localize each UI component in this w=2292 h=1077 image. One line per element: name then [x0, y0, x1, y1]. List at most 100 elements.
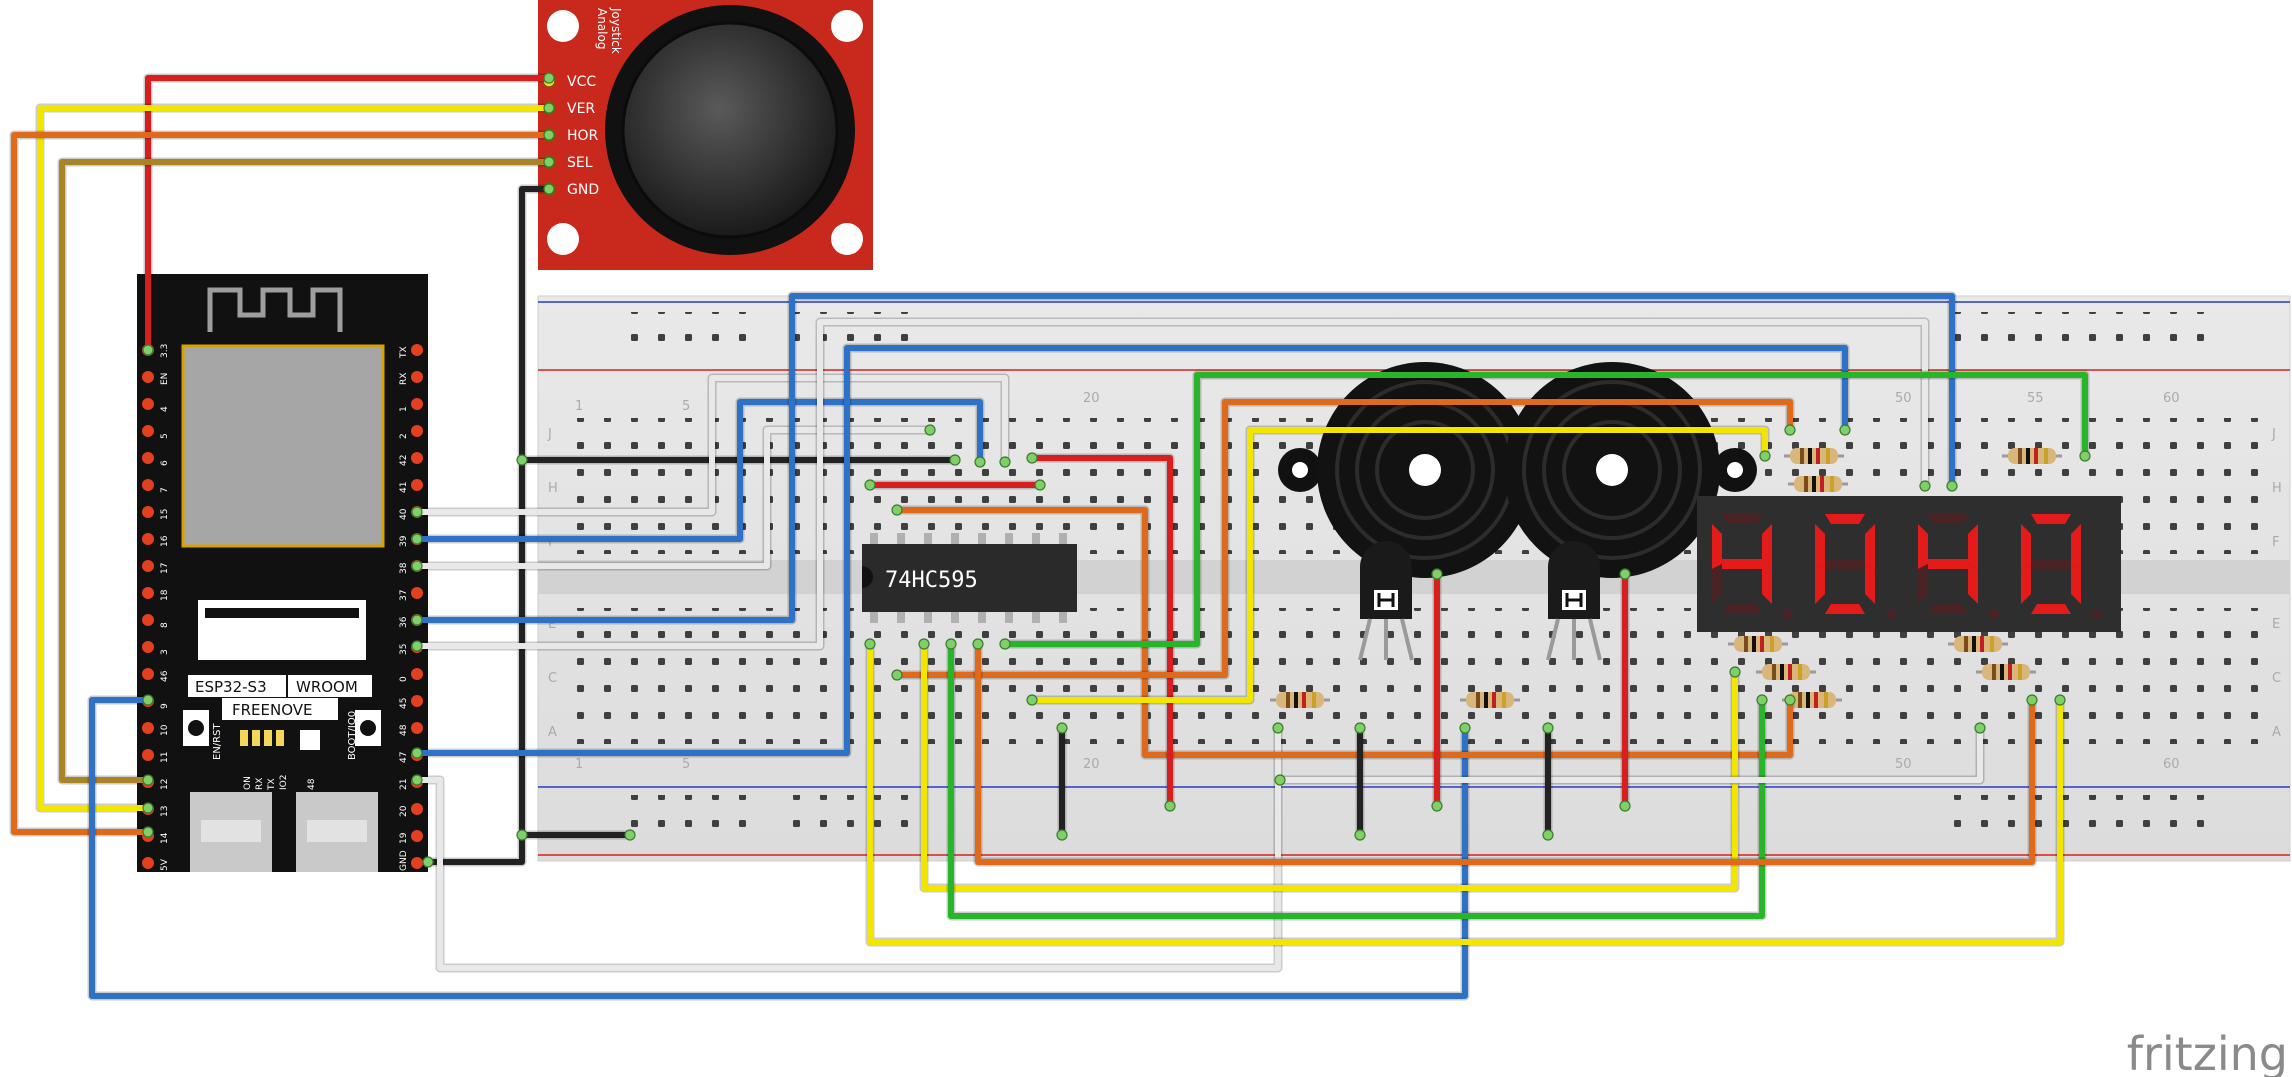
wire-endpoint — [142, 826, 154, 838]
left-header-pin — [142, 641, 154, 653]
wire-endpoint — [1542, 722, 1554, 734]
display-segment — [1825, 514, 1865, 524]
led-label-io2: IO2 — [279, 775, 289, 790]
resistor — [1954, 636, 2002, 652]
wire-endpoint — [1759, 450, 1771, 462]
left-pin-label: 5 — [160, 433, 170, 439]
wire-endpoint — [411, 640, 423, 652]
wire-endpoint — [411, 614, 423, 626]
right-pin-label: 41 — [399, 482, 409, 493]
wire-endpoint — [516, 829, 528, 841]
right-pin-label: RX — [399, 373, 409, 385]
joystick-pin-ver: VER — [567, 101, 595, 117]
right-pin-label: 38 — [399, 562, 409, 574]
right-header-pin — [411, 587, 423, 599]
left-header-pin — [142, 479, 154, 491]
right-pin-label: 47 — [399, 752, 409, 763]
col-number-60-bottom: 60 — [2163, 757, 2180, 772]
wire-red — [1029, 455, 1173, 809]
wire-endpoint — [864, 479, 876, 491]
wire-endpoint — [1784, 424, 1796, 436]
transistor-left — [1358, 541, 1414, 661]
display-segment — [1928, 514, 1968, 524]
right-pin-label: 36 — [399, 616, 409, 628]
left-header-pin — [142, 425, 154, 437]
left-header-pin — [142, 857, 154, 869]
wire-endpoint — [1056, 722, 1068, 734]
right-pin-label: 20 — [399, 805, 409, 817]
display-segment — [2031, 514, 2071, 524]
wire-olive — [59, 159, 552, 783]
led-label-rx: RX — [255, 778, 265, 790]
joystick-pin-gnd: GND — [567, 182, 599, 198]
row-letter-a: A — [548, 725, 557, 740]
wire-endpoint — [1619, 800, 1631, 812]
display-segment — [2021, 524, 2031, 569]
left-pin-label: 11 — [160, 752, 170, 763]
wire-black — [425, 186, 552, 865]
col-number-50-bottom: 50 — [1895, 757, 1912, 772]
left-pin-label: 16 — [160, 535, 170, 547]
display-segment — [1968, 564, 1978, 604]
wire-white — [1277, 725, 1983, 783]
display-segment — [1722, 514, 1762, 524]
left-pin-label: 15 — [160, 509, 170, 520]
left-pin-label: EN — [160, 373, 170, 385]
row-letter-j-right: J — [2271, 427, 2276, 442]
resistor — [1762, 664, 1810, 680]
wire-endpoint — [1164, 800, 1176, 812]
joystick-pin-hor: HOR — [567, 128, 599, 144]
wire-orange — [11, 132, 552, 835]
display-segment — [1722, 559, 1762, 569]
resistor — [2008, 448, 2056, 464]
led-label-tx: TX — [267, 778, 277, 791]
wire-endpoint — [1919, 480, 1931, 492]
col-number-55: 55 — [2027, 391, 2044, 406]
joystick-module: Analog Joystick VCC VER HOR SEL GND — [538, 0, 873, 270]
wire-endpoint — [2026, 694, 2038, 706]
display-segment — [2021, 564, 2031, 604]
wire-endpoint — [142, 802, 154, 814]
seven-segment-display — [1697, 496, 2121, 632]
right-pin-label: 1 — [399, 406, 409, 412]
right-pin-label: 19 — [399, 832, 409, 844]
wire-endpoint — [1354, 722, 1366, 734]
left-pin-label: 9 — [160, 703, 170, 709]
left-header-pin — [142, 398, 154, 410]
col-number-5-bottom: 5 — [682, 757, 690, 772]
right-header-pin — [411, 479, 423, 491]
fritzing-logo: fritzing — [2127, 1027, 2288, 1077]
wire-orange — [975, 641, 2035, 865]
display-segment — [1825, 559, 1865, 569]
boot-button-label: BOOT/IO0 — [347, 711, 358, 760]
right-header-pin — [411, 695, 423, 707]
wire-endpoint — [1619, 568, 1631, 580]
display-segment — [1712, 564, 1722, 604]
left-pin-label: 13 — [160, 806, 170, 817]
wire-endpoint — [1784, 694, 1796, 706]
left-pin-label: 17 — [160, 563, 170, 574]
wire-endpoint — [1056, 829, 1068, 841]
board-brand-label: FREENOVE — [232, 701, 313, 719]
col-number-1-bottom: 1 — [575, 757, 583, 772]
wire-endpoint — [411, 506, 423, 518]
wire-white — [414, 375, 1008, 515]
row-letter-c: C — [548, 671, 557, 686]
wire-endpoint — [543, 72, 555, 84]
left-pin-label: 7 — [160, 487, 170, 493]
left-header-pin — [142, 506, 154, 518]
wire-endpoint — [624, 829, 636, 841]
left-header-pin — [142, 614, 154, 626]
wire-endpoint — [1839, 424, 1851, 436]
right-header-pin — [411, 371, 423, 383]
row-letter-e-right: E — [2272, 617, 2280, 632]
wire-endpoint — [142, 774, 154, 786]
row-letter-h-right: H — [2272, 481, 2282, 496]
display-segment — [2071, 524, 2081, 569]
wire-red — [145, 75, 552, 353]
resistor — [1982, 664, 2030, 680]
row-letter-a-right: A — [2272, 725, 2281, 740]
col-number-1: 1 — [575, 399, 583, 414]
wire-endpoint — [945, 638, 957, 650]
